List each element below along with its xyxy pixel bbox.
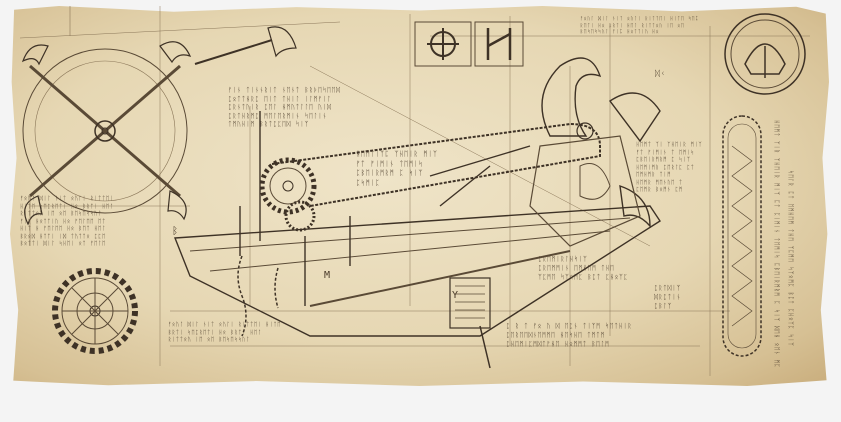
note-block-right-col: ᚺᛖᛗᛏ ᛉᛁ ᛉᚺᛖᛁᚱ ᛗᛁᛉ ᚠᛏ ᚠᛁᛗᛁᚾ ᛏ ᛖᛗᛁᛋ ᛈᛒᛖᛁᚱᛗ… <box>636 142 703 193</box>
parchment-background <box>10 6 829 386</box>
claw-icon <box>529 57 661 247</box>
bind-rune-icon <box>474 21 524 67</box>
note-block-right-small: ᛈᚱᛏᛞᛁᛉ ᛞᚱᛈᛏᛁᚾ ᛈᛒᛚᛉ <box>654 284 681 310</box>
machine-base <box>173 205 661 369</box>
note-block-left-mid: ᚠᛟᚢᛚ ᛞᛁᛚ ᚾᛁᛏ ᛟᚢᛚᛁ ᚱᛁᛏᛏᛖᛁ ᚺᛁᛏᛖ ᛋᛖᛈᚱᛖᛏᛁ ᚺᛟ… <box>20 196 114 247</box>
drive-chain <box>271 122 601 207</box>
chain-icon <box>722 115 762 357</box>
note-block-left-bottom: ᚠᛟᚢᛚ ᛞᛁᛚ ᚾᛁᛏ ᛟᚢᛚᛁ ᚱᛁᛏᛏᛖᛁ ᚺᛁᛏᛖ ᛒᚱᛏᛁ ᛋᛖᛈᚱᛖ… <box>168 322 282 343</box>
note-block-bottom-center: ᛈ ᚱ ᛏ ᚠᛟ ᚢ ᛞ ᛖᛈᚾ ᛏᛁᛉᛗ ᛋᛖᛏᚺᛁᚱ ᛈᛖᚱᛖᛖᛞᚾᛖᛗᛗᛖ… <box>506 322 633 348</box>
sprocket-icon <box>259 157 317 232</box>
construction-lines <box>19 6 810 376</box>
mark-y: Y <box>452 290 459 301</box>
note-block-center-right: ᛈᚱᛖᛗᛁᚱᛚᚺᛋᛁᛉ ᛈᚱᛖᛗᛗᛁᚾ ᛖᛗᚺᛖᛗ ᛏᚺᛖ ᛉᛈᛗᛖ ᛋᛉᛟᛗᛈ… <box>538 255 629 281</box>
note-vertical-far-right: ᚺᛖᛗᛏ ᛉᛁᚱ ᛉᚺᛖᛁᚱ ᛗᛁᛉ ᛈᛏ ᛈᛁᛗᛁᚾ ᛏᛖᛗᛁᛋ ᛈᛒᛖᛁᚱᛗ… <box>773 120 780 368</box>
axe-icon <box>194 26 297 65</box>
claw-wheel-icon <box>21 6 192 246</box>
mark-m: M <box>324 270 331 281</box>
note-block-center-top: ᚠᛁᚾ ᛏᛁᚾᚾᚱᛁᛏ ᚾᛖᚾᛏ ᛒᚱᚦᛖᛋᛖᛖᛞ ᛈᛟᛏᛏᚺᚱᛈ ᛖᛁᛏ ᛏᚺ… <box>228 86 341 128</box>
note-block-top-right: ᚠᛟᚢᛚ ᛞᛁᛚ ᚾᛁᛏ ᛟᚢᛚᛁ ᚱᛁᛏᛏᛖᛁ ᚺᛁᛏᛖ ᛋᛖᛈ ᚱᛖᛏᛁ ᚺ… <box>580 16 699 35</box>
gear-icon <box>52 268 138 354</box>
mark-b: ᛒ <box>172 226 179 237</box>
helmet-shield-icon <box>724 13 806 95</box>
hanging-chains <box>237 255 279 337</box>
note-vertical-far-right-2: ᛋᛖᛚᚱ ᛈᛏ ᛖᛗᚺᛖᛗ ᛏᚺᛖ ᛉᛈᛗᛖ ᛋᛉᛟᛗᛈ ᛒᛈᛏ ᛈᚺᛟᛉᛈ ᛋ… <box>787 170 794 347</box>
mark-dk: ᛞᚲ <box>655 69 666 78</box>
cross-rune-icon <box>414 21 472 67</box>
machine-blueprint-drawing <box>19 6 810 376</box>
uprights <box>239 111 531 306</box>
note-block-center-mid: ᚺᛖᛗᛏᛁᛉᛈ ᛉᚺᛖᛁᚱ ᛗᛁᛉ ᚠᛏ ᚠᛁᛗᛁᚾ ᛏᛖᛗᛁᛋ ᛈᛒᛖᛁᚱᛗᚱ… <box>356 150 438 187</box>
